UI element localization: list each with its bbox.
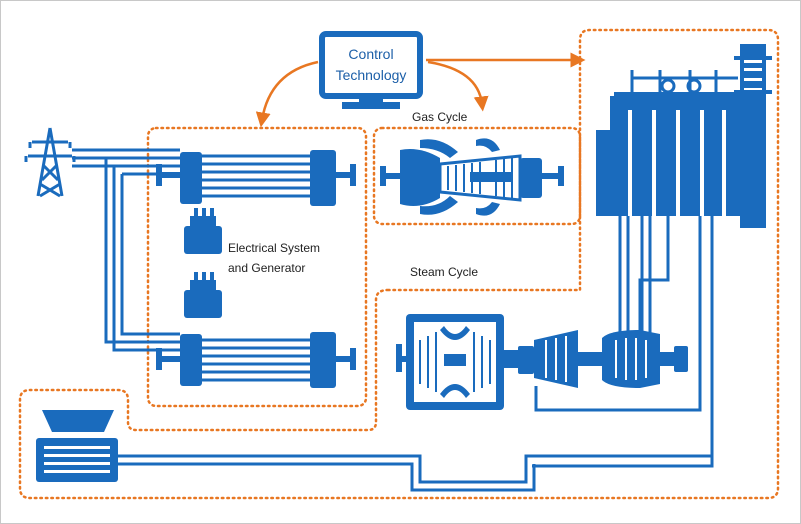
- gas-turbine: [380, 138, 564, 216]
- gas-cycle-region: [372, 126, 582, 226]
- electrical-system-region: [146, 126, 368, 408]
- steam-cycle-region: [18, 28, 780, 500]
- arrow-to-electrical: [255, 60, 319, 128]
- steam-turbine: [396, 314, 688, 410]
- gas-cycle-label: Gas Cycle: [412, 110, 468, 124]
- control-label-line1: Control: [348, 46, 393, 62]
- transformer-lower: [184, 272, 222, 318]
- electrical-label-line2: and Generator: [228, 261, 305, 275]
- condenser-unit: [36, 410, 118, 482]
- steam-cycle-label: Steam Cycle: [410, 265, 478, 279]
- dotted-region-borders: [18, 28, 780, 500]
- lower-generator: [156, 332, 356, 388]
- transformer-upper: [184, 208, 222, 254]
- steam-pipes: [532, 216, 714, 468]
- control-arrows: [255, 52, 586, 128]
- control-technology-monitor: Control Technology: [319, 31, 423, 109]
- electrical-label-line1: Electrical System: [228, 241, 320, 255]
- condenser-pipes: [118, 454, 712, 492]
- arrow-to-gas-cycle: [427, 60, 489, 112]
- heat-recovery-boiler: [596, 44, 772, 228]
- control-label-line2: Technology: [336, 67, 407, 83]
- transformers: [184, 208, 222, 318]
- transmission-lines: [72, 148, 180, 352]
- upper-generator: [156, 150, 356, 206]
- transmission-pylon-icon: [24, 127, 76, 198]
